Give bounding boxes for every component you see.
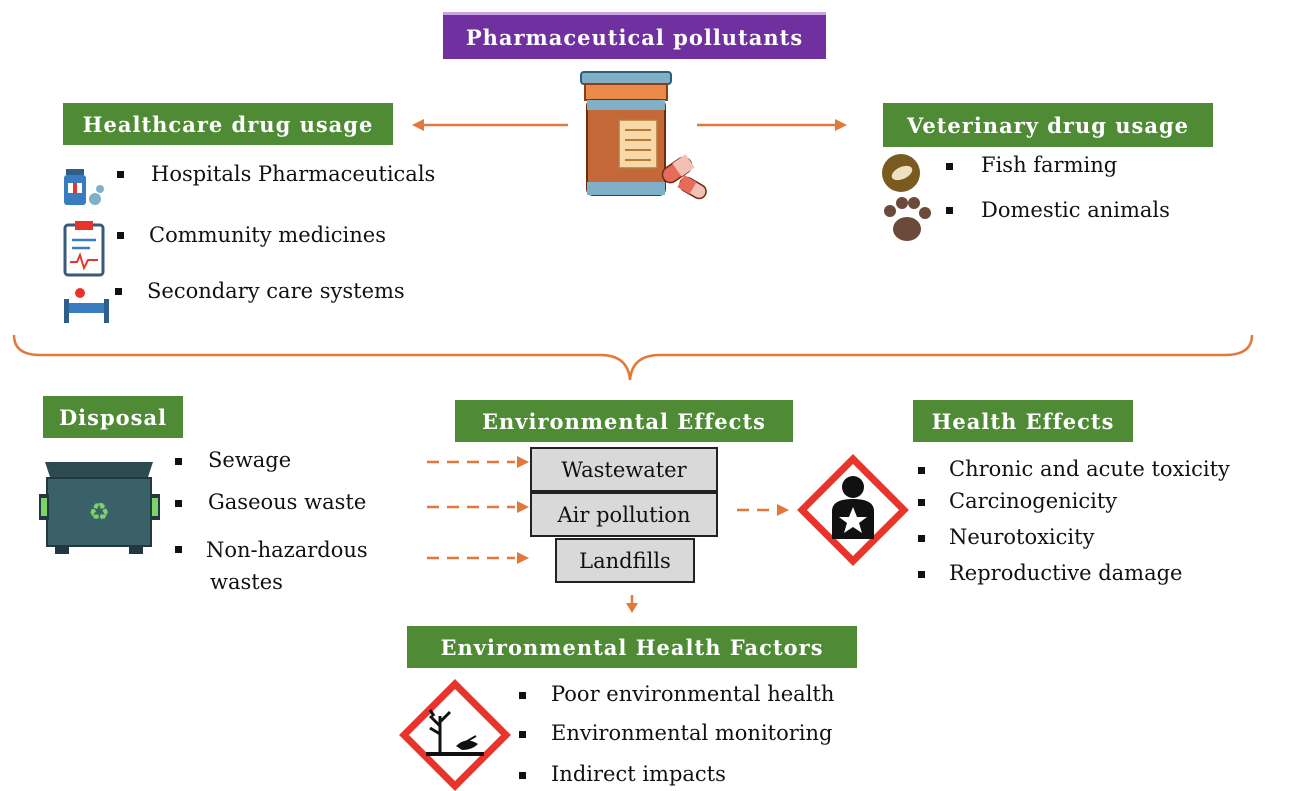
- bullet: [519, 731, 526, 738]
- bullet: [519, 692, 526, 699]
- bullet: [918, 571, 925, 578]
- disposal-label: Disposal: [43, 396, 183, 438]
- bullet: [175, 546, 182, 553]
- healthcare-item-1: Hospitals Pharmaceuticals: [151, 162, 436, 186]
- arrow-down: [626, 595, 638, 613]
- arrow-to-veterinary: [697, 119, 847, 131]
- environment-hazard-icon: [399, 679, 511, 791]
- health-effects-item-4: Reproductive damage: [949, 561, 1183, 585]
- veterinary-label: Veterinary drug usage: [883, 103, 1213, 147]
- bullet: [519, 772, 526, 779]
- arrow-to-healthcare: [412, 119, 568, 131]
- bullet: [946, 207, 953, 214]
- bullet: [175, 500, 182, 507]
- pill-bottle-icon: [580, 71, 707, 200]
- disposal-item-3: Non-hazardous: [206, 538, 368, 562]
- healthcare-item-2: Community medicines: [149, 223, 386, 247]
- health-effects-item-2: Carcinogenicity: [949, 489, 1118, 513]
- health-effects-label: Health Effects: [913, 400, 1133, 442]
- medicine-icon: [64, 169, 104, 205]
- svg-text:♻: ♻: [88, 498, 110, 526]
- hospital-bed-icon: [64, 288, 109, 323]
- paw-icon: [884, 197, 931, 241]
- disposal-item-2: Gaseous waste: [208, 490, 367, 514]
- bullet: [115, 288, 122, 295]
- healthcare-label: Healthcare drug usage: [63, 103, 393, 145]
- brace-divider: [12, 334, 1254, 381]
- bullet: [918, 535, 925, 542]
- title-box: Pharmaceutical pollutants: [443, 12, 826, 59]
- env-health-item-3: Indirect impacts: [551, 762, 726, 786]
- veterinary-item-1: Fish farming: [981, 153, 1118, 177]
- fish-icon: [882, 154, 920, 192]
- healthcare-item-3: Secondary care systems: [147, 279, 405, 303]
- environmental-effects-label: Environmental Effects: [455, 400, 793, 442]
- disposal-item-3-cont: wastes: [210, 570, 283, 594]
- bullet: [175, 458, 182, 465]
- dashed-arrows-disposal: [427, 456, 529, 564]
- dashed-arrow-health: [737, 504, 789, 516]
- bullet: [117, 171, 124, 178]
- env-health-item-2: Environmental monitoring: [551, 721, 833, 745]
- env-health-item-1: Poor environmental health: [551, 682, 835, 706]
- air-pollution-box: Air pollution: [530, 492, 718, 537]
- health-effects-item-1: Chronic and acute toxicity: [949, 457, 1230, 481]
- veterinary-item-2: Domestic animals: [981, 198, 1170, 222]
- bullet: [946, 163, 953, 170]
- dumpster-icon: ♻: [39, 462, 160, 554]
- clipboard-icon: [63, 221, 105, 277]
- disposal-item-1: Sewage: [208, 448, 292, 472]
- landfills-box: Landfills: [555, 538, 695, 583]
- bullet: [918, 499, 925, 506]
- wastewater-box: Wastewater: [530, 447, 718, 492]
- health-hazard-icon: [797, 454, 909, 566]
- health-effects-item-3: Neurotoxicity: [949, 525, 1095, 549]
- bullet: [117, 232, 124, 239]
- bullet: [918, 467, 925, 474]
- env-health-factors-label: Environmental Health Factors: [407, 626, 857, 668]
